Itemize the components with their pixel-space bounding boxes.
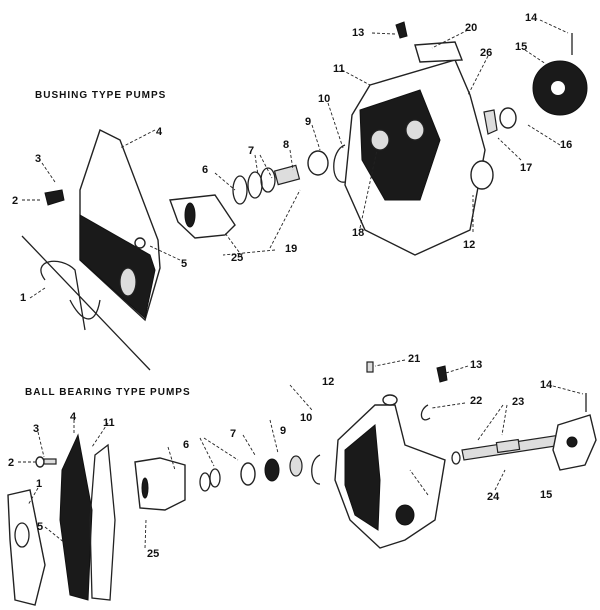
- part-21-bolt: [366, 361, 374, 373]
- part-20-plate: [414, 41, 464, 63]
- callout-leader-lines-bottom: [18, 359, 584, 549]
- outlet-port: [395, 504, 415, 526]
- part-6-seal-a: [199, 472, 211, 492]
- callout-23: 23: [512, 396, 524, 408]
- part-7-seal-b: [260, 167, 276, 193]
- part-1-gasket: [7, 489, 46, 606]
- callout-25: 25: [231, 252, 243, 264]
- part-25-impeller: [134, 457, 186, 511]
- callout-17: 17: [520, 162, 532, 174]
- callout-14: 14: [525, 12, 538, 24]
- callout-leader-lines-top: [22, 19, 569, 299]
- part-2-washer: [35, 456, 45, 468]
- callout-2: 2: [12, 195, 18, 207]
- part-4-plate: [59, 433, 93, 601]
- ball-bearing-type-section: BALL BEARING TYPE PUMPS: [7, 353, 597, 606]
- part-8-bushing: [273, 164, 301, 186]
- callout-4: 4: [70, 411, 77, 423]
- callout-3: 3: [33, 423, 39, 435]
- callout-1: 1: [20, 292, 26, 304]
- body-bore: [405, 119, 425, 141]
- callout-12: 12: [322, 376, 334, 388]
- callout-6: 6: [202, 164, 208, 176]
- callout-10: 10: [300, 412, 312, 424]
- pump-body-cavity: [359, 89, 441, 201]
- part-18-bushing: [370, 129, 390, 151]
- part-16-washer: [499, 107, 517, 129]
- part-17-key: [483, 109, 498, 135]
- callout-24: 24: [487, 491, 500, 503]
- part-3-bolt: [43, 458, 57, 465]
- callout-13: 13: [470, 359, 482, 371]
- callout-1: 1: [36, 478, 42, 490]
- callout-11: 11: [333, 63, 345, 75]
- part-1-engine-front: [21, 235, 151, 371]
- pulley-bore: [551, 81, 565, 95]
- pump-body-cavity: [344, 424, 381, 531]
- callout-10: 10: [318, 93, 330, 105]
- callout-5: 5: [37, 521, 43, 533]
- callout-19: 19: [285, 243, 297, 255]
- callout-16: 16: [560, 139, 572, 151]
- part-10-snap-ring: [333, 144, 346, 183]
- part-13-grease-fitting: [395, 21, 408, 39]
- callout-11: 11: [103, 417, 115, 429]
- part-25-impeller: [169, 194, 236, 239]
- part-6-seal: [232, 175, 248, 205]
- part-7-bearing-b: [264, 458, 280, 482]
- part-24-ring: [451, 451, 461, 465]
- callout-9: 9: [305, 116, 311, 128]
- impeller-hub: [141, 477, 149, 499]
- part-22-clip: [420, 404, 431, 421]
- part-7-seal-a: [247, 171, 263, 199]
- callout-9: 9: [280, 425, 286, 437]
- callout-8: 8: [283, 139, 289, 151]
- callout-15: 15: [515, 41, 527, 53]
- callout-2: 2: [8, 457, 14, 469]
- cover-opening: [119, 267, 137, 297]
- callout-4: 4: [156, 126, 163, 138]
- part-6-seal-b: [209, 468, 221, 488]
- callout-14: 14: [540, 379, 553, 391]
- callout-7: 7: [230, 428, 236, 440]
- callout-6: 6: [183, 439, 189, 451]
- callout-22: 22: [470, 395, 482, 407]
- part-11-gasket: [89, 443, 116, 601]
- part-2-3-bolt: [44, 189, 65, 206]
- callout-12: 12: [463, 239, 475, 251]
- callout-18: 18: [352, 227, 364, 239]
- part-5-bolt: [134, 237, 146, 249]
- part-7-bearing-a: [240, 462, 256, 486]
- callout-3: 3: [35, 153, 41, 165]
- part-13-grease-fitting: [436, 365, 448, 383]
- bushing-type-section: BUSHING TYPE PUMPS: [12, 12, 588, 371]
- impeller-hub: [184, 202, 196, 228]
- callout-5: 5: [181, 258, 187, 270]
- part-9-washer: [289, 455, 303, 477]
- callout-26: 26: [480, 47, 492, 59]
- hub-bore: [566, 436, 578, 448]
- callout-13: 13: [352, 27, 364, 39]
- callout-7: 7: [248, 145, 254, 157]
- part-9-washer: [307, 150, 329, 176]
- gasket-hole: [14, 522, 30, 548]
- inlet-neck: [382, 394, 398, 406]
- part-12-outlet: [470, 160, 494, 190]
- section-title-ball-bearing: BALL BEARING TYPE PUMPS: [25, 387, 191, 398]
- callout-25: 25: [147, 548, 159, 560]
- callout-15: 15: [540, 489, 552, 501]
- part-10-snap-ring: [311, 454, 321, 485]
- part-23-bearing: [495, 438, 521, 454]
- callout-20: 20: [465, 22, 477, 34]
- callout-21: 21: [408, 353, 420, 365]
- section-title-bushing: BUSHING TYPE PUMPS: [35, 90, 166, 101]
